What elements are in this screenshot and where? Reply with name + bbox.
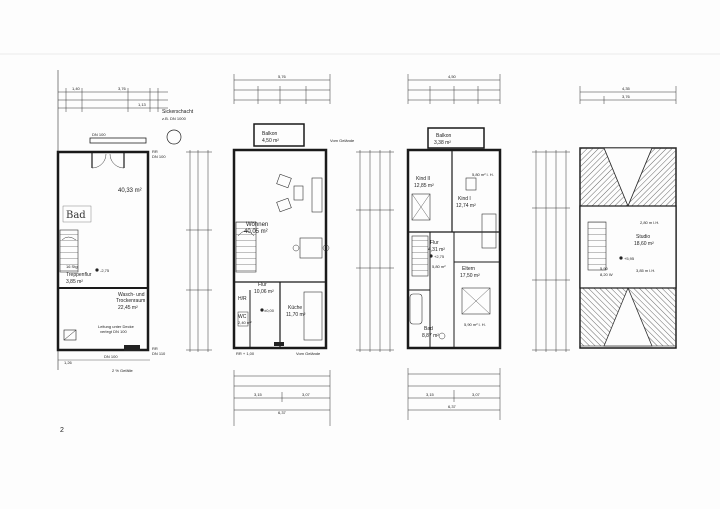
margin-mark: 2	[60, 427, 64, 434]
dim-text: 3,76	[622, 94, 631, 99]
rr-label: RR	[152, 346, 158, 351]
note-text: Vom Gelände	[330, 138, 355, 143]
balcony	[253, 123, 305, 147]
room-label: Eltern	[462, 266, 475, 272]
room-label: Bad	[424, 326, 433, 332]
room-area: 5,80 m² l. H.	[472, 172, 494, 177]
dimension-strip	[532, 150, 570, 352]
bathtub	[409, 293, 423, 325]
level-mark: +2,75	[434, 254, 445, 259]
room-area: 18,60 m²	[634, 241, 654, 247]
note-text: Sickerschacht	[162, 109, 194, 115]
room-area: 12,74 m²	[456, 203, 476, 209]
plan-basement: 1,40 3,76 1,13 DN 100 Sickerschacht z.B.…	[56, 70, 194, 373]
room-label: Wohnen	[246, 222, 268, 228]
note-text: verlegt DN 100	[100, 329, 127, 334]
note-text: Vom Gelände	[296, 351, 321, 356]
room-label: Trockenraum	[116, 298, 145, 304]
dim-text: 3,07	[302, 392, 311, 397]
note-text: 2 % Gefälle	[112, 368, 133, 373]
note-text: Leitung unter Decke	[98, 324, 135, 329]
room-area: 40,33 m²	[118, 188, 142, 194]
level-mark: ±0,00	[264, 308, 275, 313]
dimension-strip	[186, 150, 212, 352]
room-area: 2,80 m l.H.	[640, 220, 659, 225]
dim-text: 3,76	[118, 86, 127, 91]
room-label: Kind II	[416, 176, 430, 182]
room-area: 8,20 W	[600, 272, 613, 277]
room-area: 22,45 m²	[118, 305, 138, 311]
stairs	[59, 229, 79, 273]
plan-ground-floor: 5,76 Balkon 4,50 m² Vom Gelände Wohnen 4…	[232, 74, 355, 426]
room-area: 8,87 m²	[422, 333, 439, 339]
room-label: Wasch- und	[118, 292, 145, 298]
rr-label: RR	[152, 149, 158, 154]
note-text: z.B. DN 1000	[162, 116, 187, 121]
room-area: 3,38 m²	[434, 140, 451, 146]
rr-label: DN 100	[152, 154, 166, 159]
basement-outline	[56, 150, 150, 352]
plan-attic: 4,35 3,76 2,80 m l.H. Studio 18,60 m² +5…	[579, 86, 677, 349]
dn-label: DN 100	[92, 132, 106, 137]
dim-text: 4,35	[622, 86, 631, 91]
room-area: 5,90 m² l. H.	[464, 322, 486, 327]
dim-text: 4,50	[448, 74, 457, 79]
room-label: Flur	[430, 240, 439, 246]
kitchen-counter	[303, 291, 323, 341]
room-area: 2,40 m²	[238, 320, 252, 325]
room-label: Küche	[288, 305, 302, 311]
stairs	[411, 235, 429, 277]
room-area: 12,85 m²	[414, 183, 434, 189]
dimension-strip	[356, 150, 394, 352]
room-label: Treppenflur	[66, 272, 92, 278]
dim-text: 6,37	[278, 410, 287, 415]
dn-label: DN 100	[104, 354, 118, 359]
step-count: 16 Stg	[66, 264, 78, 269]
handwritten-note: Bad	[66, 210, 86, 221]
room-label: Balkon	[262, 131, 278, 137]
bed	[461, 287, 491, 315]
room-label: Studio	[636, 234, 650, 240]
room-area: 4,50 m²	[262, 138, 279, 144]
room-area: 10,06 m²	[254, 289, 274, 295]
room-label: H/R	[238, 296, 247, 302]
room-label: WC	[238, 314, 247, 320]
room-area: 3,85 m²	[66, 279, 83, 285]
plan-upper-floor: 4,50 Balkon 3,38 m² Kind II 12,85 m² 5,8…	[406, 74, 502, 420]
dim-text: 6,37	[448, 404, 457, 409]
room-area: 11,70 m²	[286, 312, 306, 318]
balcony	[427, 127, 485, 149]
lightwell	[89, 137, 147, 144]
dining-table	[299, 237, 323, 259]
dim-text: 5,76	[278, 74, 287, 79]
room-area: 3,85 m l.H.	[636, 268, 655, 273]
drain-shaft	[166, 129, 182, 145]
dim-text: 3,15	[254, 392, 263, 397]
room-area: 5,90	[600, 266, 609, 271]
room-label: Balkon	[436, 133, 452, 139]
dim-text: 3,07	[472, 392, 481, 397]
stairs	[235, 221, 257, 273]
rr-label: RR + 1,00	[236, 351, 255, 356]
room-label: Flur	[258, 282, 267, 288]
dim-text: 1,13	[138, 102, 147, 107]
room-label: Kind I	[458, 196, 471, 202]
rr-label: DN 110	[152, 351, 166, 356]
room-area: 4,31 m²	[428, 247, 445, 253]
dim-text: 1,26	[64, 360, 73, 365]
room-area: 5,80 m²	[432, 264, 446, 269]
level-mark: +5,95	[624, 256, 635, 261]
drain-grate	[124, 345, 140, 351]
stairs	[587, 221, 607, 271]
dim-text: 3,15	[426, 392, 435, 397]
level-mark: -2,75	[100, 268, 110, 273]
room-area: 40,05 m²	[244, 229, 268, 235]
room-area: 17,50 m²	[460, 273, 480, 279]
dim-text: 1,40	[72, 86, 81, 91]
